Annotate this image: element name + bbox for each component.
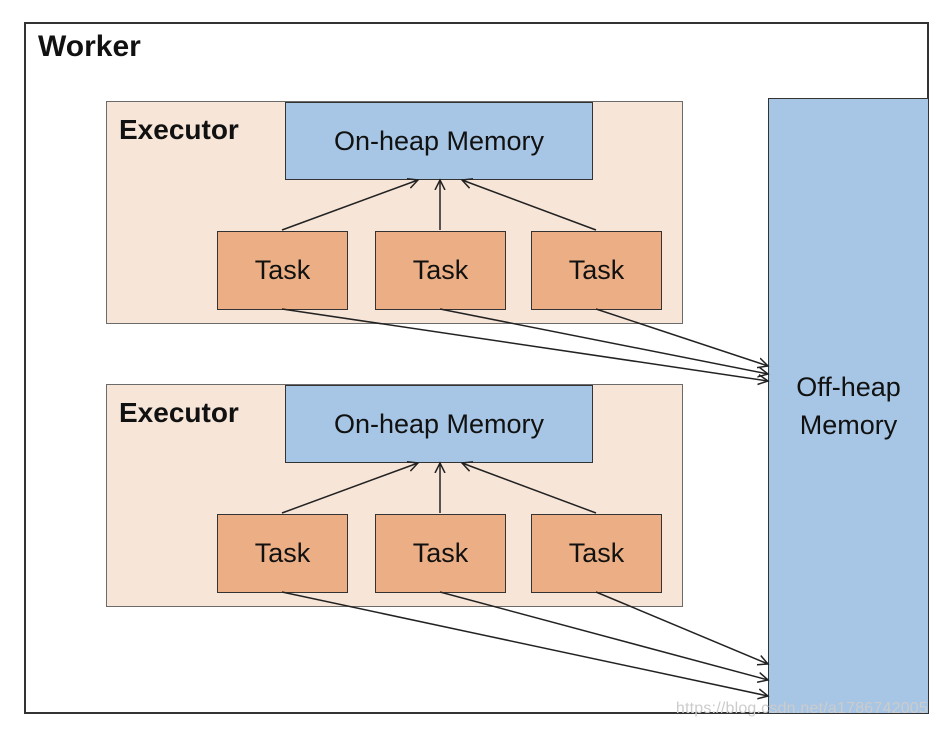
executor-label-1: Executor	[119, 114, 239, 145]
task-2-1: Task	[217, 514, 348, 593]
task-2-2: Task	[375, 514, 506, 593]
onheap-memory-2: On-heap Memory	[285, 385, 593, 463]
task-1-2: Task	[375, 231, 506, 310]
task-1-3: Task	[531, 231, 662, 310]
watermark: https://blog.csdn.net/a1786742005	[675, 700, 928, 717]
executor-box-1: Executor On-heap Memory Task Task Task	[106, 101, 683, 324]
task-1-1: Task	[217, 231, 348, 310]
offheap-memory: Off-heap Memory	[768, 98, 929, 714]
task-2-3: Task	[531, 514, 662, 593]
executor-label-2: Executor	[119, 397, 239, 428]
worker-title: Worker	[38, 30, 141, 63]
onheap-memory-1: On-heap Memory	[285, 102, 593, 180]
executor-box-2: Executor On-heap Memory Task Task Task	[106, 384, 683, 607]
